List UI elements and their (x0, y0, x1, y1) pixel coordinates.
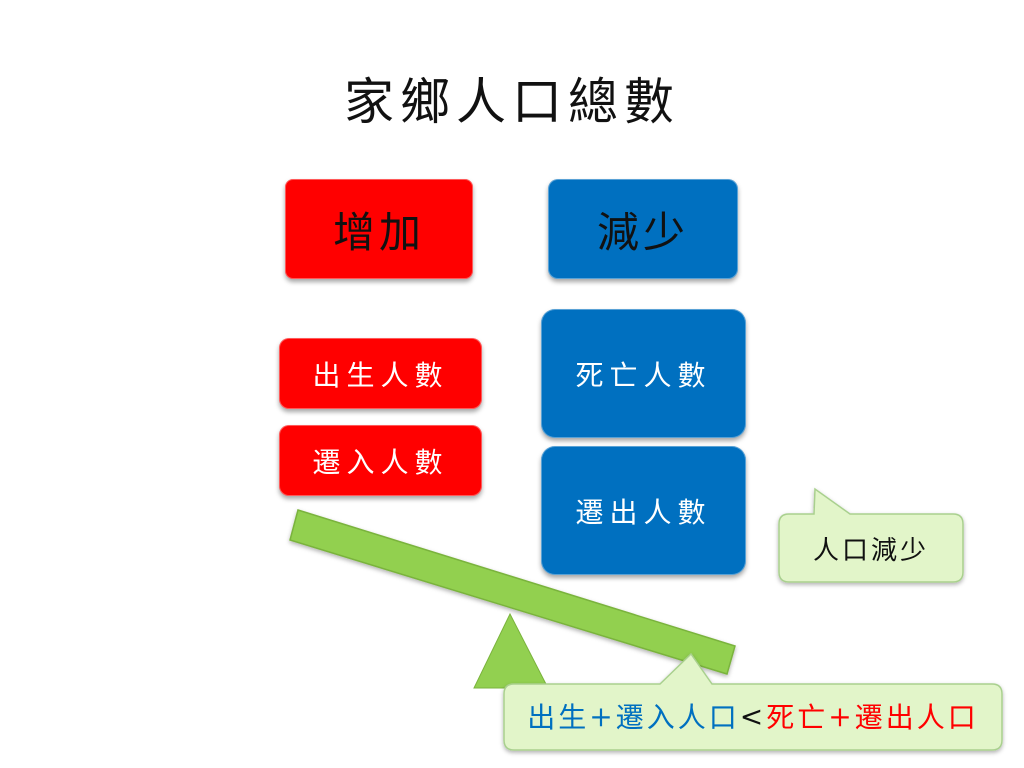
callout-text: 人口減少 (812, 535, 929, 566)
move-out-count-label: 遷出人數 (575, 495, 712, 529)
fulcrum-triangle (473, 612, 549, 689)
move-in-count-label: 遷入人數 (312, 445, 449, 479)
formula-plus-1: + (589, 699, 616, 733)
formula-less-than: < (739, 699, 767, 733)
callout-bubble (778, 487, 964, 583)
formula-death: 死亡 (766, 701, 829, 734)
birth-count-box: 出生人數 (279, 338, 482, 409)
seesaw-plank (289, 509, 736, 675)
formula-birth: 出生 (527, 701, 590, 734)
formula-bubble (503, 652, 1003, 751)
page-title: 家鄉人口總數 (344, 73, 680, 131)
formula-plus-2: + (828, 699, 855, 733)
formula-move-out: 遷出人口 (854, 701, 979, 734)
move-out-count-box: 遷出人數 (541, 446, 746, 575)
decrease-header: 減少 (548, 179, 738, 279)
move-in-count-box: 遷入人數 (279, 425, 482, 496)
formula: 出生 + 遷入人口 < 死亡 + 遷出人口 (504, 684, 1002, 748)
death-count-box: 死亡人數 (541, 309, 746, 438)
increase-header: 增加 (285, 179, 473, 279)
increase-header-label: 增加 (332, 207, 425, 257)
death-count-label: 死亡人數 (575, 358, 712, 392)
formula-move-in: 遷入人口 (615, 701, 740, 734)
birth-count-label: 出生人數 (312, 358, 449, 392)
decrease-header-label: 減少 (596, 207, 689, 257)
